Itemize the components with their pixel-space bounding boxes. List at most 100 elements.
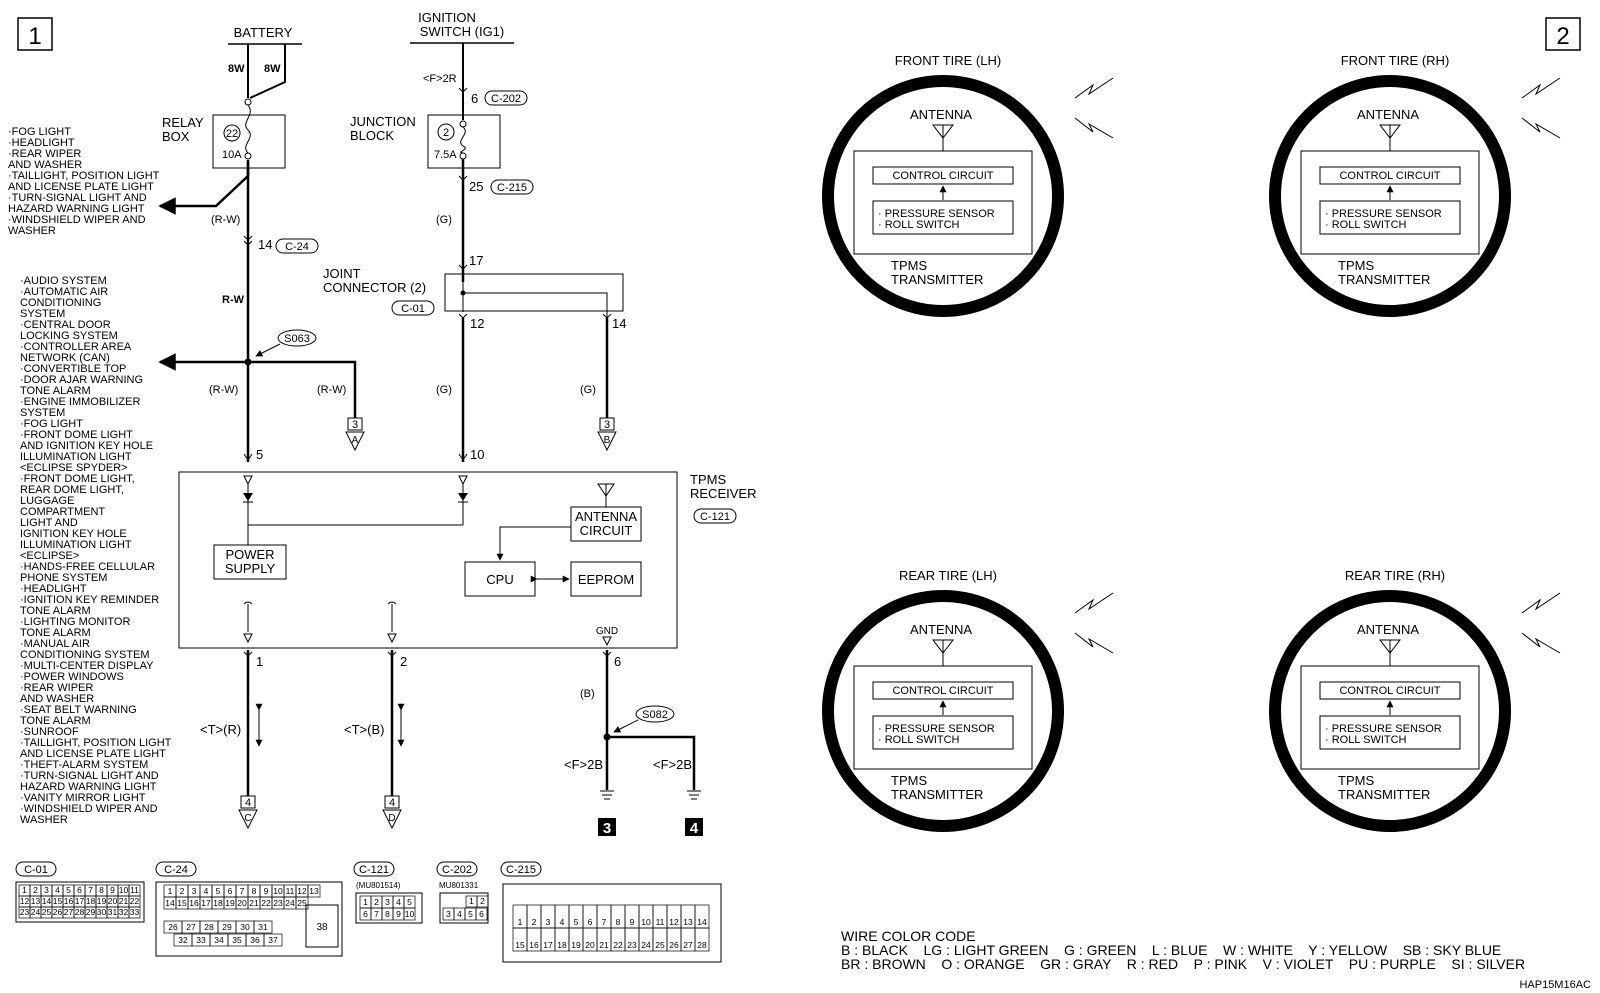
pin-number: 5 [66,885,71,895]
pin-number: 25 [297,898,307,908]
list-item: SYSTEM [20,407,65,419]
list-item: SYSTEM [20,308,65,320]
pin-number: 15 [515,940,525,950]
sensor-label-2: · ROLL SWITCH [1325,734,1407,746]
list-item: ·TAILLIGHT, POSITION LIGHT [8,170,160,182]
wire-label-8w-b: 8W [264,63,281,75]
list-item: LIGHT AND [20,517,78,529]
pin-number: 15 [177,898,187,908]
pin-number: 8 [99,885,104,895]
list-item: ·MANUAL AIR [20,638,90,650]
control-circuit-label: CONTROL CIRCUIT [1339,685,1440,697]
pin-number: 14 [42,896,52,906]
fuse-terminal [459,120,467,128]
power-supply-label-1: POWER [225,547,274,562]
list-item: ·POWER WINDOWS [20,671,124,683]
antenna-label: ANTENNA [1357,622,1419,637]
connector-4d-arrow [382,809,402,830]
list-item: ·TURN-SIGNAL LIGHT AND [20,770,159,782]
pin-number: 7 [374,909,379,919]
pin-number: 22 [261,898,271,908]
c01-tag-label: C-01 [401,303,425,315]
antenna-circuit-label-2: CIRCUIT [580,523,633,538]
pin-number: 26 [669,940,679,950]
pin-number: 18 [86,896,96,906]
s082-tag [635,705,675,723]
branch-arrow-1 [158,162,250,215]
list-item: ·FOG LIGHT [8,126,71,138]
pin-cell [263,933,283,947]
pin-number: 28 [75,907,85,917]
list-item: TONE ALARM [20,715,91,727]
list-item: TONE ALARM [20,627,91,639]
list-item: ·FRONT DOME LIGHT [20,429,133,441]
list-item: ·MULTI-CENTER DISPLAY [20,660,154,672]
pin-number: 29 [86,907,96,917]
svg-text:C-01: C-01 [24,864,48,876]
junction-block-label-1: JUNCTION [350,114,416,129]
pin-number: 18 [213,898,223,908]
transmitter-label-2: TRANSMITTER [891,272,983,287]
pin-number: 10 [641,917,651,927]
control-circuit-box [872,681,1014,700]
pin-number: 7 [602,917,607,927]
relay-fuse-element [245,104,251,154]
transmitter-label-2: TRANSMITTER [891,787,983,802]
s063-pointer [255,343,281,357]
ground-point-3 [598,818,616,836]
list-item: PHONE SYSTEM [20,572,107,584]
tire-ring [1269,75,1511,317]
pin-cell [694,927,710,952]
svg-text:38: 38 [316,922,328,933]
list-item: HAZARD WARNING LIGHT [20,781,157,793]
list-item: AND LICENSE PLATE LIGHT [8,181,154,193]
control-circuit-label: CONTROL CIRCUIT [1339,170,1440,182]
battery-label: BATTERY [234,25,293,40]
pin-mark [602,651,612,657]
pin-mark [243,633,253,644]
list-item: WASHER [20,814,68,826]
pin-number: 37 [268,935,278,945]
pin-number: 31 [108,907,118,917]
sheet-number-2: 2 [1545,17,1581,51]
pin-number: 32 [119,907,129,917]
s063-label: S063 [284,333,310,345]
pin-mark [458,475,468,486]
left-list-2: ·AUDIO SYSTEM ·AUTOMATIC AIR CONDITIONIN… [20,275,172,826]
tire-title: FRONT TIRE (LH) [895,53,1001,68]
pin-number: 30 [97,907,107,917]
sensor-label-1: · PRESSURE SENSOR [878,208,995,220]
pin-number: 21 [119,896,129,906]
jb-fuse-amp: 7.5A [434,149,457,161]
tire-title: REAR TIRE (LH) [899,568,997,583]
pin-number: 5 [468,909,473,919]
pin-number: 27 [64,907,74,917]
pin-number: 7 [88,885,93,895]
relay-fuse-amp: 10A [222,149,242,161]
c121-tag-label: C-121 [700,511,730,523]
pin-6: 6 [471,91,478,106]
pin-number: 4 [204,886,209,896]
wire-color-g-2: (G) [436,384,452,396]
list-item: COMPARTMENT [20,506,105,518]
c01-tag [391,300,435,316]
pin-number: 4 [396,897,401,907]
pin-number: 2 [532,917,537,927]
pin-number: 10 [405,909,415,919]
jb-fuse-circle [437,123,455,141]
pin-number: 3 [192,886,197,896]
list-item: AND WASHER [8,159,82,171]
pin-number: 9 [264,886,269,896]
c215-tag-label: C-215 [497,182,527,194]
svg-text:C-202: C-202 [442,864,472,876]
pin-number: 33 [196,935,206,945]
antenna-circuit-label-1: ANTENNA [575,509,637,524]
pin-number: 6 [479,909,484,919]
transmitter-label-1: TPMS [891,258,927,273]
wire-color-rw-3: (R-W) [317,384,346,396]
